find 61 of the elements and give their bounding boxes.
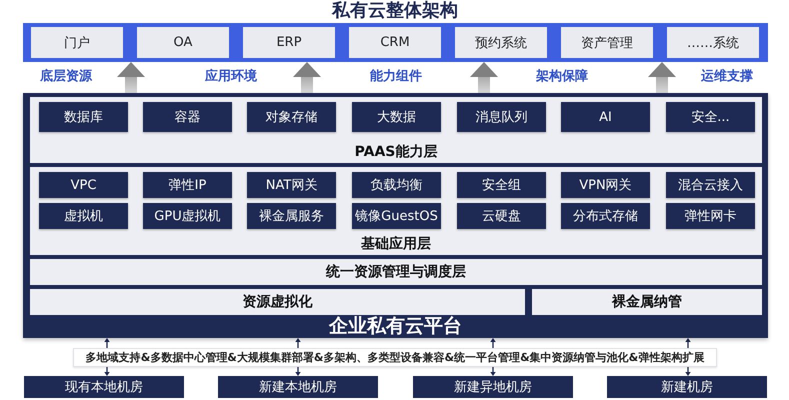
system-box: ERP [243,27,335,58]
system-box: OA [137,27,229,58]
service-box: 虚拟机 [39,203,128,229]
layer-panel [30,97,762,163]
service-box: 安全... [666,102,755,132]
category-label: 底层资源 [40,68,92,86]
service-box: 云硬盘 [457,203,546,229]
layer-title: PAAS能力层 [354,143,438,161]
system-box: CRM [349,27,441,58]
service-box: 弹性IP [143,172,232,198]
system-box: ……系统 [667,27,759,58]
service-box: 镜像GuestOS [352,203,441,229]
datacenter-box: 新建异地机房 [413,376,573,398]
block-arrow [117,62,145,93]
service-box: 负载均衡 [352,172,441,198]
service-box: VPN网关 [561,172,650,198]
system-box: 门户 [31,27,123,58]
arrow [104,338,110,348]
platform-title: 企业私有云平台 [329,315,462,337]
feature-banner: 多地域支持&多数据中心管理&大规模集群部署&多架构、多类型设备兼容&统一平台管理&集中资源纳管与池化&弹性架构扩展 [73,348,717,367]
layer-bar: 裸金属纳管 [532,289,762,315]
category-label: 架构保障 [536,68,588,86]
layer-panel [30,167,762,255]
arrow [685,367,691,376]
category-label: 能力组件 [370,68,422,86]
service-box: GPU虚拟机 [143,203,232,229]
application-bar [23,23,768,62]
platform-panel [23,93,768,338]
service-box: VPC [39,172,128,198]
service-box: 混合云接入 [666,172,755,198]
arrow [295,367,301,376]
arrow [295,338,301,348]
service-box: 容器 [143,102,232,132]
service-box: 大数据 [352,102,441,132]
service-box: AI [561,102,650,132]
datacenter-box: 新建本地机房 [218,376,378,398]
service-box: 弹性网卡 [666,203,755,229]
datacenter-box: 新建机房 [607,376,767,398]
category-label: 应用环境 [205,68,257,86]
service-box: 分布式存储 [561,203,650,229]
system-box: 预约系统 [455,27,547,58]
arrow [685,338,691,348]
arrow [490,338,496,348]
arrow [490,367,496,376]
layer-bar: 资源虚拟化 [30,289,525,315]
category-label: 运维支撑 [701,68,753,86]
block-arrow [648,62,676,93]
service-box: NAT网关 [247,172,336,198]
arrow [104,367,110,376]
service-box: 安全组 [457,172,546,198]
service-box: 对象存储 [247,102,336,132]
service-box: 裸金属服务 [247,203,336,229]
layer-bar: 统一资源管理与调度层 [30,259,762,285]
diagram-title: 私有云整体架构 [332,0,458,22]
block-arrow [470,62,498,93]
service-box: 数据库 [39,102,128,132]
layer-title: 基础应用层 [361,235,431,253]
system-box: 资产管理 [561,27,653,58]
service-box: 消息队列 [457,102,546,132]
block-arrow [293,62,321,93]
datacenter-box: 现有本地机房 [24,376,184,398]
